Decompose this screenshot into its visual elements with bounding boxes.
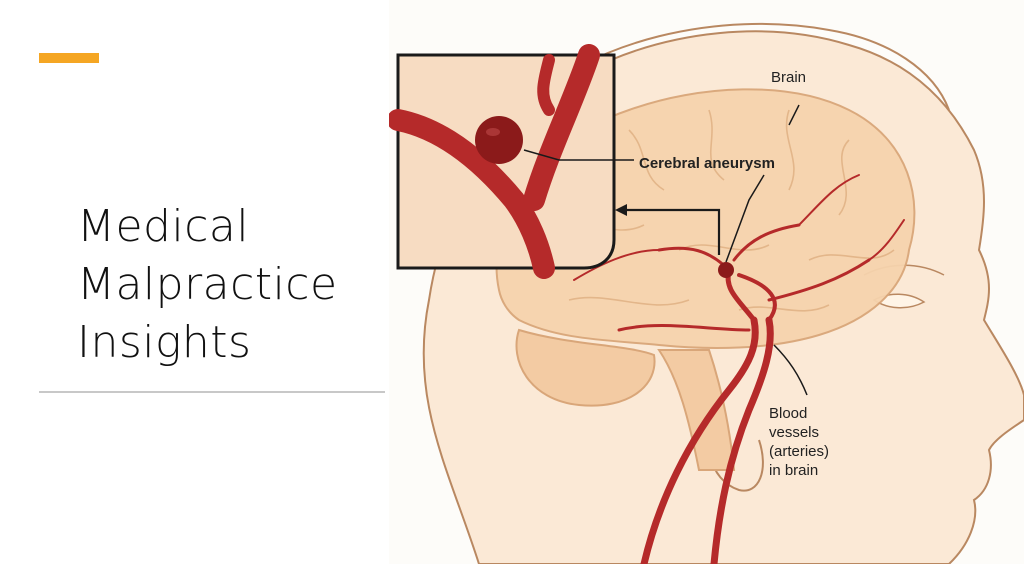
- title-line-2: Malpractice: [77, 259, 338, 310]
- label-vessels-line-2: vessels: [769, 424, 819, 441]
- label-vessels-line-1: Blood: [769, 405, 807, 422]
- illustration-svg: Brain Cerebral aneurysm Blood vessels (a…: [389, 22, 1024, 564]
- title-line-3: Insights: [77, 317, 252, 368]
- title-line-1: Medical: [77, 201, 250, 252]
- leader-lines: [523, 104, 808, 396]
- label-vessels-line-3: (arteries): [769, 443, 829, 460]
- accent-bar: [39, 53, 99, 63]
- zoom-arrow: [621, 208, 721, 255]
- brain-folds: [558, 109, 895, 312]
- brain-aneurysm-illustration: Brain Cerebral aneurysm Blood vessels (a…: [389, 0, 1024, 564]
- inset-zoom: [389, 44, 616, 279]
- label-cerebral-aneurysm: Cerebral aneurysm: [639, 155, 775, 172]
- slide-title: Medical Malpractice Insights: [77, 198, 377, 372]
- label-vessels-line-4: in brain: [769, 462, 818, 479]
- zoom-arrow-head: [615, 204, 627, 216]
- arteries: [573, 174, 905, 564]
- brainstem-shape: [657, 349, 736, 471]
- label-brain: Brain: [771, 69, 806, 86]
- aneurysm-bulge: [718, 262, 734, 278]
- inset-aneurysm: [475, 116, 523, 164]
- title-divider: [39, 391, 385, 393]
- cerebellum-shape: [515, 328, 656, 407]
